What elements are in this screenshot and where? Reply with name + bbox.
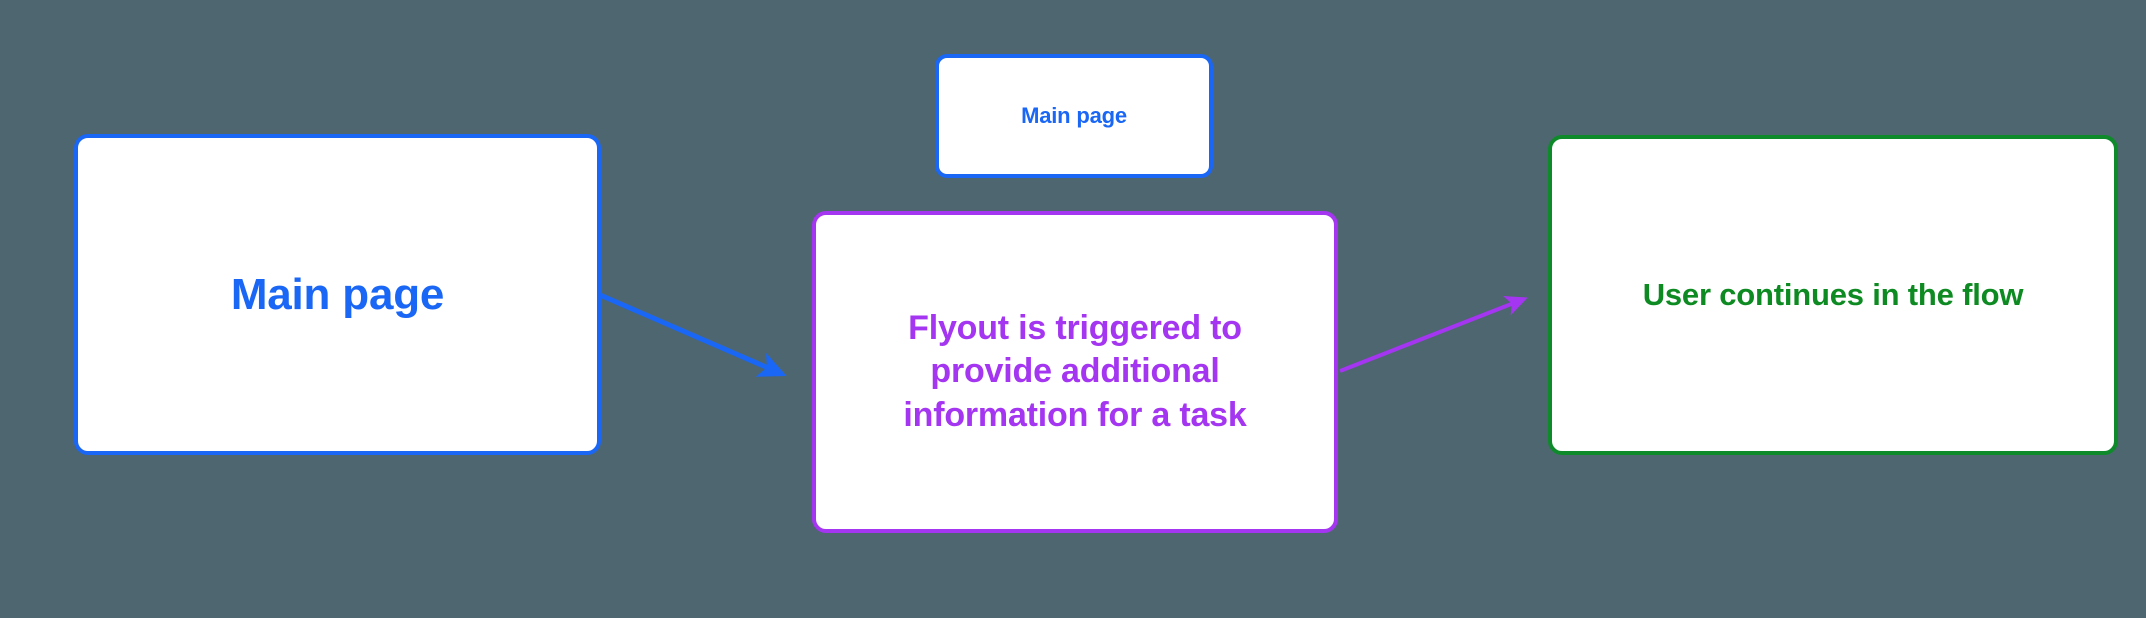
- node-user-continues-label: User continues in the flow: [1642, 277, 2024, 313]
- node-main-page-left-label: Main page: [230, 269, 445, 319]
- node-main-page-top[interactable]: Main page: [935, 54, 1213, 178]
- connector-flyout-to-user-continues: [1339, 296, 1528, 373]
- connector-main-page-to-flyout: [599, 292, 787, 377]
- node-flyout[interactable]: Flyout is triggered to provide additiona…: [812, 211, 1338, 533]
- node-main-page-left[interactable]: Main page: [74, 134, 601, 455]
- node-user-continues[interactable]: User continues in the flow: [1548, 135, 2118, 455]
- node-flyout-label: Flyout is triggered to provide additiona…: [903, 308, 1247, 434]
- node-main-page-top-label: Main page: [1021, 102, 1127, 128]
